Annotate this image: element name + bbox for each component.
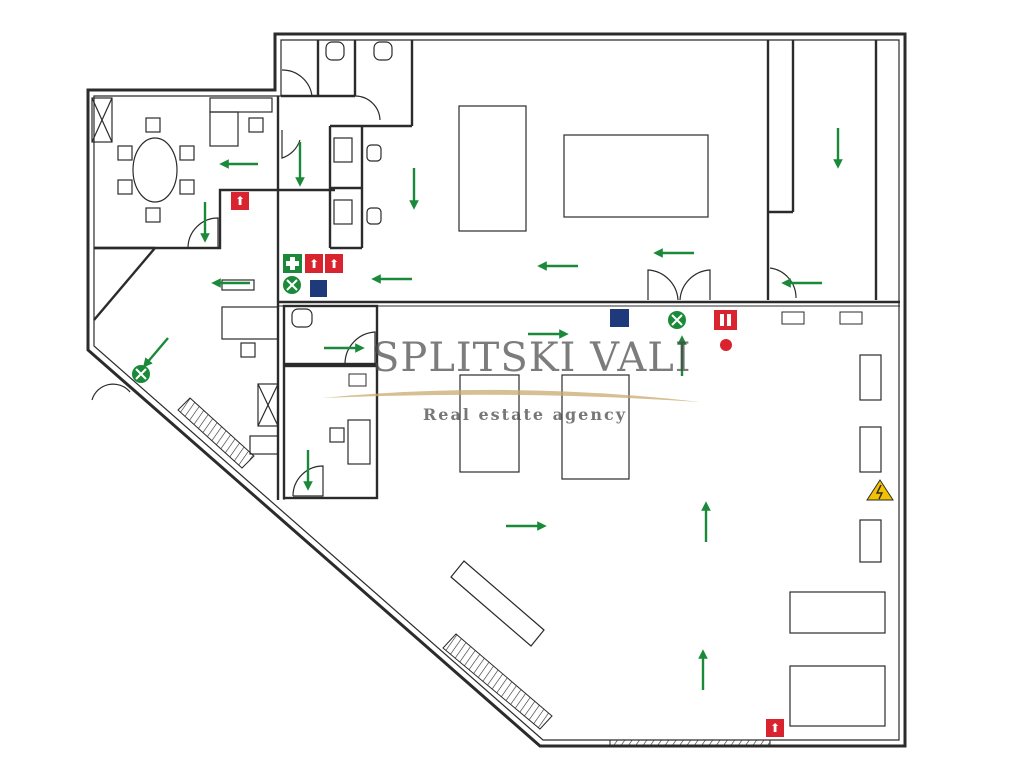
emergency-exit-icon [283, 276, 301, 294]
emergency-exit-icon [132, 365, 150, 383]
svg-text:⬆: ⬆ [235, 194, 245, 208]
exterior-walls [86, 32, 907, 748]
fire-hose-icon [714, 310, 737, 330]
watermark-subtitle: Real estate agency [423, 405, 627, 424]
first-aid-icon [283, 254, 302, 273]
svg-text:⬆: ⬆ [329, 257, 339, 271]
fire-extinguisher-icon: ⬆ [231, 192, 249, 210]
furniture [91, 41, 886, 727]
svg-text:⬆: ⬆ [309, 257, 319, 271]
emergency-exit-icon [668, 311, 686, 329]
info-sign-icon [610, 309, 629, 327]
safety-signs: ⬆ ⬆ ⬆ [132, 192, 894, 737]
fire-extinguisher-icon: ⬆ [766, 719, 784, 737]
info-sign-icon [310, 280, 327, 297]
watermark-swoosh [322, 389, 700, 402]
fire-alarm-icon [720, 339, 732, 351]
stairs [177, 397, 771, 747]
info-sign-icon [348, 373, 367, 387]
svg-text:⬆: ⬆ [770, 721, 780, 735]
evacuation-arrows [142, 128, 843, 690]
evacuation-arrow-icon [142, 337, 169, 368]
fire-extinguisher-icon: ⬆ [305, 254, 323, 273]
watermark-title: SPLITSKI VALI [372, 335, 692, 381]
electrical-hazard-icon [866, 479, 894, 501]
info-sign-icon [781, 311, 805, 325]
info-sign-icon [839, 311, 863, 325]
fire-extinguisher-icon: ⬆ [325, 254, 343, 273]
interior-walls [93, 40, 900, 500]
